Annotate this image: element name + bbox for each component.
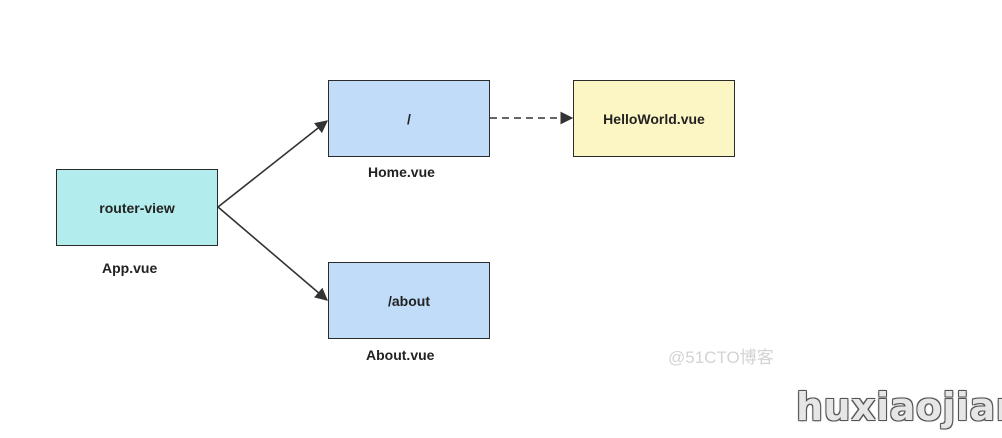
edge-router-to-about	[217, 206, 328, 301]
router-view-label: router-view	[99, 199, 175, 216]
about-vue-caption: About.vue	[366, 347, 435, 363]
signature-text: huxiaojian	[796, 385, 1002, 429]
router-view-node: router-view	[56, 169, 218, 246]
app-vue-caption: App.vue	[102, 260, 158, 276]
helloworld-label: HelloWorld.vue	[603, 110, 705, 127]
home-route-label: /	[407, 110, 411, 127]
home-route-node: /	[328, 80, 490, 157]
helloworld-node: HelloWorld.vue	[573, 80, 735, 157]
home-vue-caption: Home.vue	[368, 164, 435, 180]
watermark-text: @51CTO博客	[668, 348, 774, 367]
about-route-label: /about	[388, 292, 430, 309]
about-route-node: /about	[328, 262, 490, 339]
edge-router-to-home	[217, 120, 329, 208]
